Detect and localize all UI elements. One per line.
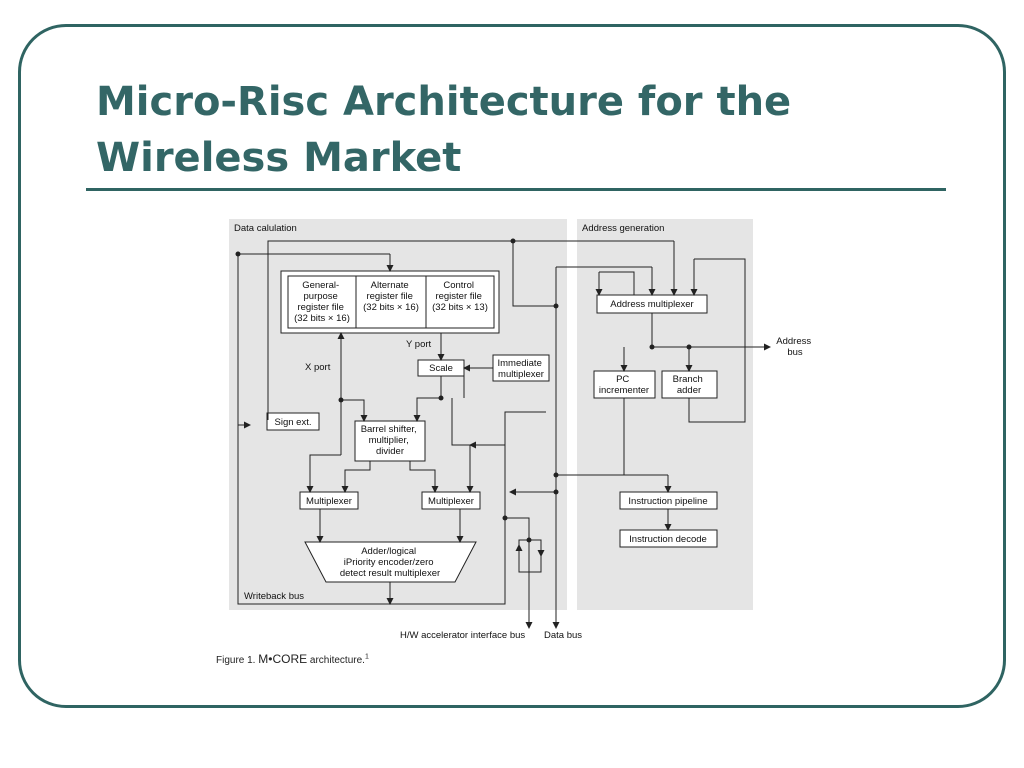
- title-line-1: Micro-Risc Architecture for the: [96, 79, 792, 125]
- caption-superscript: 1: [364, 653, 369, 661]
- branch-adder-label: Branch adder: [673, 374, 706, 396]
- pc-incrementer-label: PC incrementer: [599, 374, 649, 396]
- title-line-2: Wireless Market: [96, 135, 462, 181]
- caption-suffix: architecture.: [307, 655, 365, 666]
- writeback-bus-label: Writeback bus: [244, 591, 304, 602]
- address-generation-region: [577, 219, 753, 610]
- caption-name: M•CORE: [258, 652, 308, 666]
- title-divider: [86, 188, 946, 191]
- instruction-decode-label: Instruction decode: [629, 534, 707, 545]
- alternate-register-file-label: Alternate register file (32 bits × 16): [363, 280, 419, 313]
- figure-caption: Figure 1. M•CORE architecture.1: [216, 652, 369, 666]
- x-port-label: X port: [305, 362, 331, 373]
- control-register-file-label: Control register file (32 bits × 13): [432, 280, 488, 313]
- caption-prefix: Figure 1.: [216, 655, 259, 666]
- data-bus-label: Data bus: [544, 630, 582, 641]
- left-multiplexer-block: [299, 491, 359, 510]
- address-region-label: Address generation: [582, 223, 664, 234]
- right-multiplexer-block: [421, 491, 481, 510]
- barrel-shifter-block: [354, 420, 426, 462]
- address-multiplexer-label: Address multiplexer: [610, 299, 693, 310]
- adder-logical-label: Adder/logical iPriority encoder/zero det…: [340, 546, 440, 579]
- register-file-block: General- purpose register file (32 bits …: [280, 270, 500, 334]
- right-multiplexer-label: Multiplexer: [428, 496, 474, 507]
- y-port-label: Y port: [406, 339, 432, 350]
- address-bus-label: Address bus: [776, 336, 814, 358]
- barrel-shifter-label: Barrel shifter, multiplier, divider: [361, 424, 420, 457]
- hw-accelerator-bus-label: H/W accelerator interface bus: [400, 630, 525, 641]
- sign-ext-label: Sign ext.: [275, 417, 312, 428]
- left-multiplexer-label: Multiplexer: [306, 496, 352, 507]
- connection-lines: [235, 238, 771, 629]
- data-region-label: Data calulation: [234, 223, 297, 234]
- adder-logical-block: [304, 541, 477, 583]
- immediate-multiplexer-block: [492, 354, 550, 382]
- general-register-file-label: General- purpose register file (32 bits …: [294, 280, 350, 324]
- branch-adder-block: [661, 370, 718, 399]
- slide-title: Micro-Risc Architecture for the Wireless…: [96, 74, 956, 186]
- scale-label: Scale: [429, 363, 453, 374]
- immediate-multiplexer-label: Immediate multiplexer: [498, 358, 545, 380]
- slide-frame: [18, 24, 1006, 708]
- sign-ext-block: [266, 412, 320, 431]
- instruction-pipeline-label: Instruction pipeline: [628, 496, 707, 507]
